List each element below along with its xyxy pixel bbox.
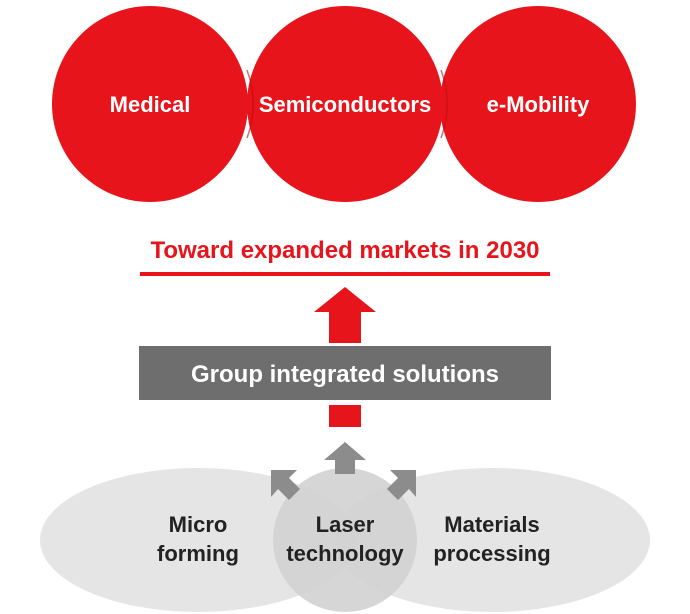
micro-forming-label-line1: Micro — [169, 512, 228, 537]
gray-diagonal-arrow-right-icon — [387, 470, 416, 500]
overlap-outline-left — [246, 69, 254, 139]
laser-technology-ellipse — [273, 468, 417, 612]
red-up-arrow-icon — [314, 287, 376, 343]
laser-technology-label-line2: technology — [286, 541, 404, 566]
semiconductors-circle — [247, 6, 443, 202]
e-mobility-label: e-Mobility — [487, 92, 590, 117]
semiconductors-label: Semiconductors — [259, 92, 431, 117]
overlap-outline-right — [440, 69, 448, 139]
solutions-label: Group integrated solutions — [191, 361, 499, 388]
solutions-bar — [139, 346, 551, 400]
headline: Toward expanded markets in 2030 — [150, 237, 539, 264]
gray-diagonal-arrow-left-icon — [271, 470, 300, 500]
medical-label: Medical — [110, 92, 191, 117]
laser-technology-label-line1: Laser — [316, 512, 375, 537]
gray-up-arrow-icon — [324, 442, 366, 474]
red-connector — [329, 405, 361, 427]
micro-forming-label-line2: forming — [157, 541, 239, 566]
e-mobility-circle — [440, 6, 636, 202]
materials-processing-label-line2: processing — [433, 541, 550, 566]
materials-processing-ellipse — [334, 468, 650, 612]
market-circles: Medical Semiconductors e-Mobility — [52, 6, 636, 202]
micro-forming-ellipse — [40, 468, 356, 612]
materials-processing-label-line1: Materials — [444, 512, 539, 537]
headline-underline — [140, 272, 550, 276]
technology-ellipses — [40, 468, 650, 612]
medical-circle — [52, 6, 248, 202]
